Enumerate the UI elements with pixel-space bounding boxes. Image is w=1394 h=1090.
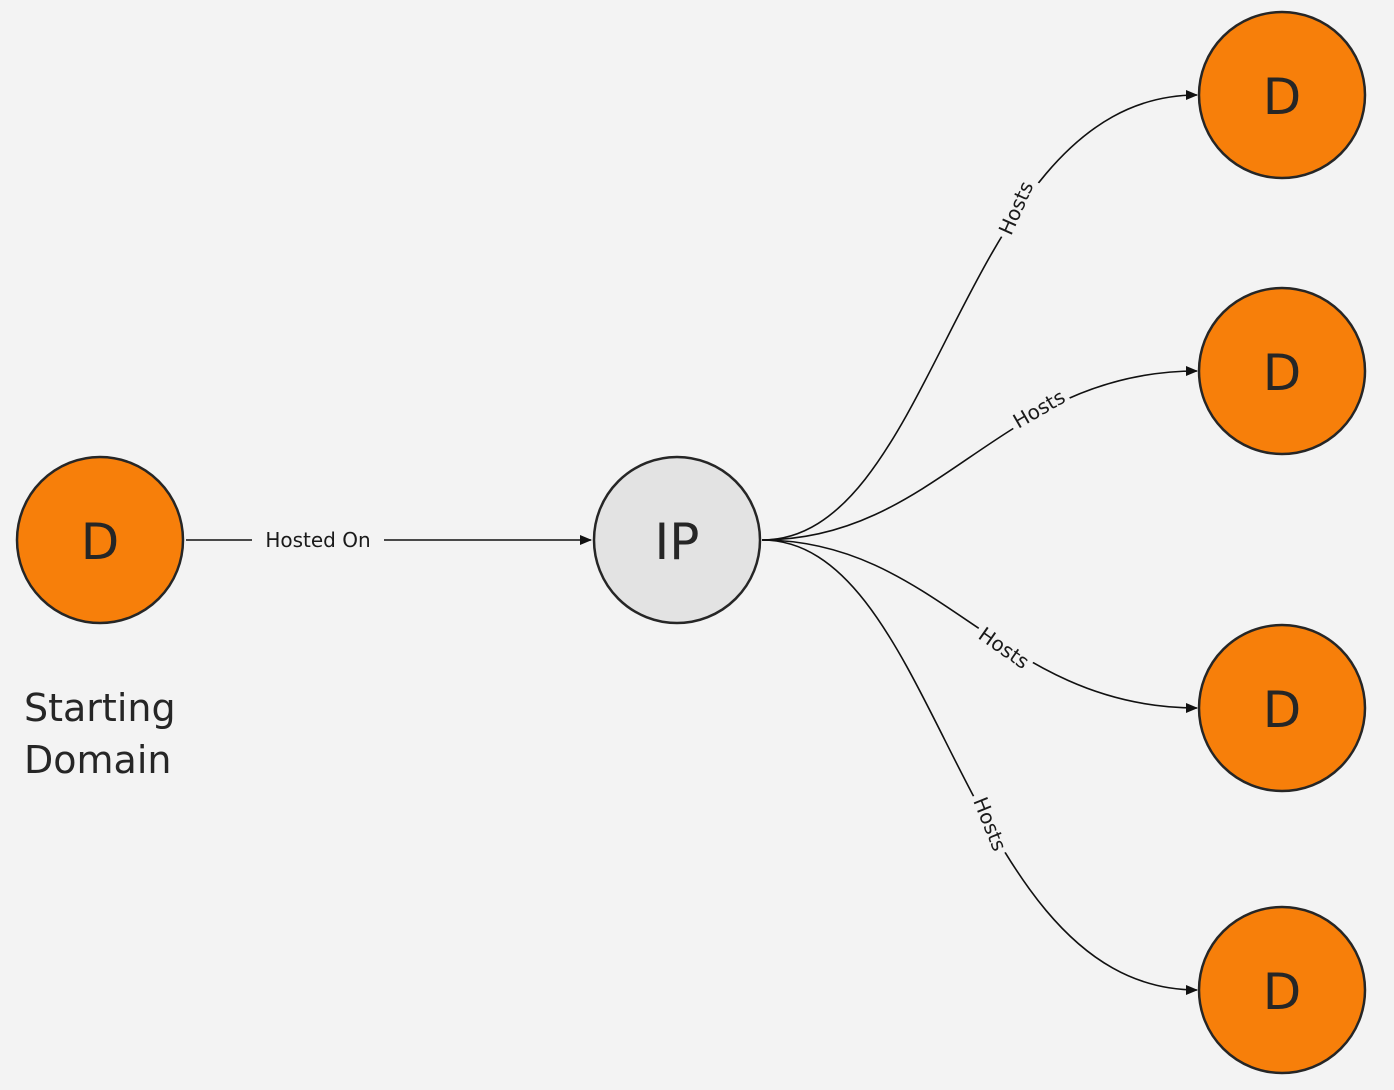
- ip-node[interactable]: IP: [592, 455, 762, 625]
- edge-label-hosts-1: Hosts: [994, 178, 1039, 239]
- starting-domain-node-label: D: [81, 513, 120, 571]
- edge-hosted-on: Hosted On: [186, 526, 592, 554]
- edge-hosts-4: Hosts: [761, 539, 1198, 995]
- target-domain-node-1[interactable]: D: [1197, 10, 1367, 180]
- edge-label-hosts-4: Hosts: [968, 794, 1011, 855]
- target-domain-node-4-label: D: [1263, 963, 1302, 1021]
- edge-label-hosted-on: Hosted On: [265, 528, 370, 552]
- edge-label-hosts-2: Hosts: [1009, 385, 1069, 434]
- starting-domain-node[interactable]: D: [15, 455, 185, 625]
- target-domain-node-4[interactable]: D: [1197, 905, 1367, 1075]
- target-domain-node-2-label: D: [1263, 344, 1302, 402]
- target-domain-node-1-label: D: [1263, 68, 1302, 126]
- target-domain-node-3[interactable]: D: [1197, 623, 1367, 793]
- starting-domain-caption: Starting Domain: [24, 682, 224, 786]
- edge-hosts-3: Hosts: [761, 539, 1198, 713]
- edge-hosts-2: Hosts: [761, 366, 1198, 541]
- starting-domain-caption-line-2: Domain: [24, 738, 172, 782]
- edge-hosts-1: Hosts: [761, 90, 1198, 541]
- target-domain-node-3-label: D: [1263, 681, 1302, 739]
- starting-domain-caption-line-1: Starting: [24, 686, 176, 730]
- edge-label-hosts-3: Hosts: [974, 622, 1034, 674]
- target-domain-node-2[interactable]: D: [1197, 286, 1367, 456]
- ip-node-label: IP: [655, 513, 700, 571]
